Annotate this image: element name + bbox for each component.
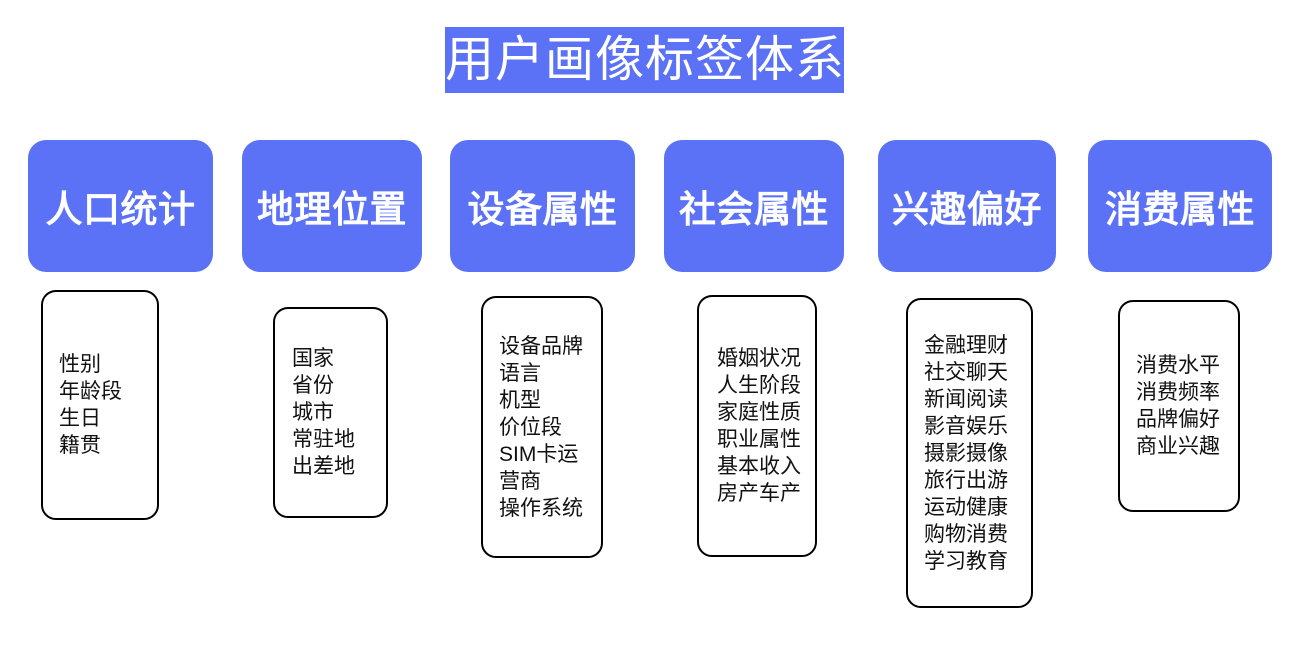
tag-item: 房产车产 (717, 482, 801, 505)
tag-list-demographics: 性别 年龄段 生日 籍贯 (59, 351, 157, 459)
tag-item: 旅行出游 (924, 468, 1008, 492)
tag-item: 性别 (59, 353, 101, 376)
category-header-social[interactable]: 社会属性 (664, 140, 844, 272)
tag-card-geolocation: 国家 省份 城市 常驻地 出差地 (273, 307, 388, 518)
tag-item: 购物消费 (924, 522, 1008, 546)
tag-item: 语言 (499, 361, 541, 385)
tag-item: 机型 (499, 388, 541, 412)
tag-list-interest: 金融理财 社交聊天 新闻阅读 影音娱乐 摄影摄像 旅行出游 运动健康 购物消费 … (924, 332, 1031, 575)
tag-list-geolocation: 国家 省份 城市 常驻地 出差地 (292, 345, 386, 480)
category-header-demographics[interactable]: 人口统计 (28, 140, 213, 272)
tag-item: 营商 (499, 469, 541, 493)
tag-item: 年龄段 (59, 380, 122, 403)
tag-card-device: 设备品牌 语言 机型 价位段 SIM卡运 营商 操作系统 (481, 296, 603, 558)
tag-card-interest: 金融理财 社交聊天 新闻阅读 影音娱乐 摄影摄像 旅行出游 运动健康 购物消费 … (906, 298, 1033, 608)
tag-item: 消费水平 (1136, 354, 1220, 377)
tag-item: 品牌偏好 (1136, 408, 1220, 431)
category-header-device[interactable]: 设备属性 (450, 140, 635, 272)
tag-item: 新闻阅读 (924, 387, 1008, 411)
tag-item: 家庭性质 (717, 401, 801, 424)
tag-item: 运动健康 (924, 495, 1008, 519)
tag-item: 摄影摄像 (924, 441, 1008, 465)
tag-card-consumption: 消费水平 消费频率 品牌偏好 商业兴趣 (1118, 300, 1240, 512)
tag-item: 社交聊天 (924, 360, 1008, 384)
page-title: 用户画像标签体系 (445, 27, 844, 93)
category-header-interest[interactable]: 兴趣偏好 (878, 140, 1056, 272)
tag-item: 籍贯 (59, 434, 101, 457)
category-header-geolocation[interactable]: 地理位置 (242, 140, 422, 272)
tag-item: 婚姻状况 (717, 347, 801, 370)
tag-item: 消费频率 (1136, 381, 1220, 404)
tag-item: SIM卡运 (499, 442, 579, 466)
tag-item: 出差地 (292, 455, 355, 478)
tag-item: 基本收入 (717, 455, 801, 478)
tag-item: 操作系统 (499, 496, 583, 520)
tag-item: 商业兴趣 (1136, 435, 1220, 458)
tag-item: 价位段 (499, 415, 562, 439)
tag-item: 设备品牌 (499, 334, 583, 358)
tag-item: 省份 (292, 374, 334, 397)
tag-item: 人生阶段 (717, 374, 801, 397)
tag-item: 影音娱乐 (924, 414, 1008, 438)
tag-card-demographics: 性别 年龄段 生日 籍贯 (41, 290, 159, 520)
tag-item: 金融理财 (924, 333, 1008, 357)
tag-item: 生日 (59, 407, 101, 430)
tag-card-social: 婚姻状况 人生阶段 家庭性质 职业属性 基本收入 房产车产 (697, 295, 817, 557)
tag-list-consumption: 消费水平 消费频率 品牌偏好 商业兴趣 (1136, 352, 1238, 460)
tag-item: 常驻地 (292, 428, 355, 451)
category-header-consumption[interactable]: 消费属性 (1088, 140, 1272, 272)
tag-item: 国家 (292, 347, 334, 370)
tag-list-social: 婚姻状况 人生阶段 家庭性质 职业属性 基本收入 房产车产 (717, 345, 815, 507)
tag-item: 学习教育 (924, 549, 1008, 573)
tag-item: 职业属性 (717, 428, 801, 451)
tag-list-device: 设备品牌 语言 机型 价位段 SIM卡运 营商 操作系统 (499, 333, 601, 522)
tag-item: 城市 (292, 401, 334, 424)
